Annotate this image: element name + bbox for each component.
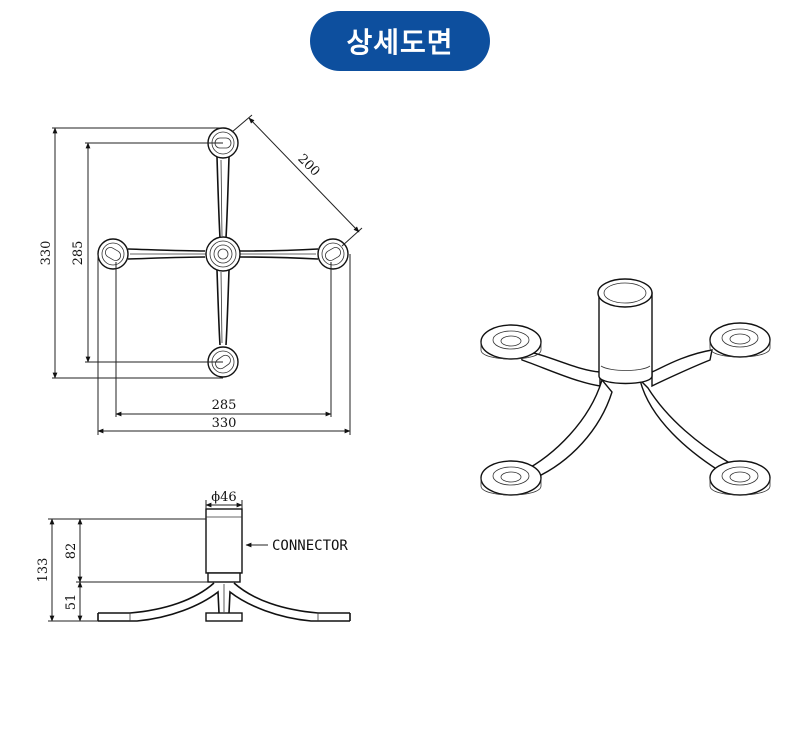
connector-callout: CONNECTOR bbox=[245, 538, 348, 554]
top-view-arms bbox=[127, 156, 319, 346]
top-view: 330 285 200 285 330 bbox=[39, 114, 363, 435]
iso-pad-front-left bbox=[480, 460, 542, 496]
dim-height-inner: 285 bbox=[71, 142, 223, 363]
dim-connector-height: 82 bbox=[64, 518, 208, 583]
iso-pad-back-right bbox=[709, 322, 771, 358]
top-hub-center bbox=[205, 236, 241, 272]
svg-text:200: 200 bbox=[294, 151, 322, 179]
dim-total-height: 133 bbox=[36, 518, 206, 622]
dim-width-outer: 330 bbox=[97, 254, 351, 435]
svg-text:51: 51 bbox=[64, 594, 79, 611]
svg-text:82: 82 bbox=[64, 543, 79, 560]
dim-diameter: ϕ46 bbox=[205, 490, 243, 509]
iso-pad-back-left bbox=[480, 324, 542, 360]
side-base bbox=[97, 582, 351, 622]
side-view: ϕ46 133 82 51 CONNECTOR bbox=[36, 490, 351, 622]
top-hub-west bbox=[97, 238, 129, 270]
svg-text:133: 133 bbox=[36, 558, 51, 583]
connector-label: CONNECTOR bbox=[272, 538, 348, 554]
page-title: 상세도면 bbox=[310, 11, 490, 71]
svg-text:285: 285 bbox=[71, 241, 86, 266]
dim-height-outer: 330 bbox=[39, 127, 223, 379]
iso-view bbox=[480, 278, 771, 496]
svg-text:ϕ46: ϕ46 bbox=[211, 490, 236, 505]
dim-base-height: 51 bbox=[64, 581, 83, 622]
svg-text:330: 330 bbox=[39, 241, 54, 266]
dim-width-inner: 285 bbox=[115, 262, 332, 417]
iso-connector bbox=[597, 278, 653, 385]
side-connector bbox=[205, 508, 243, 583]
svg-text:330: 330 bbox=[212, 416, 237, 431]
svg-text:285: 285 bbox=[212, 398, 237, 413]
iso-pad-front-right bbox=[709, 460, 771, 496]
top-hub-east bbox=[317, 238, 349, 270]
dim-diagonal: 200 bbox=[231, 114, 363, 247]
